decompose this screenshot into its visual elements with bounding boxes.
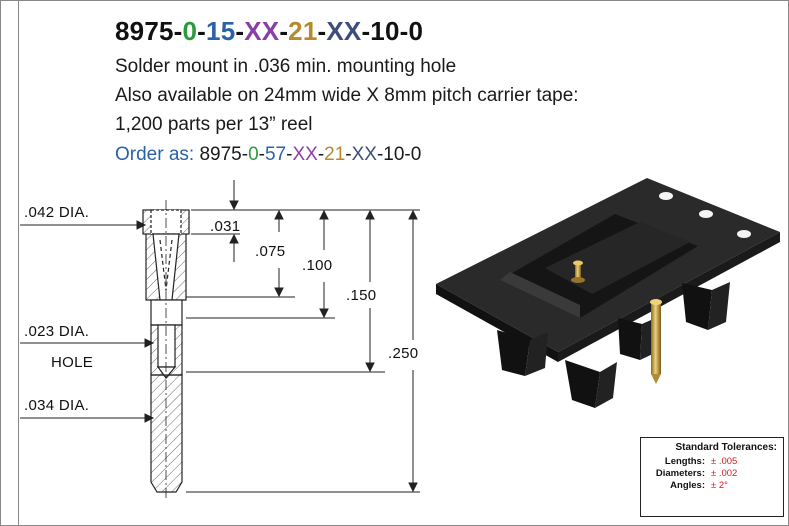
tolerance-value: ± .005 [711, 456, 738, 467]
part-number-title: 8975-0-15-XX-21-XX-10-0 [115, 16, 423, 47]
carrier-leg [618, 318, 642, 360]
pin-hole-section [150, 299, 183, 379]
dim-label-034-dia: .034 DIA. [24, 397, 90, 414]
tolerance-label: Diameters: [655, 468, 705, 479]
carrier-hole [737, 230, 751, 238]
tolerances-header: Standard Tolerances: [675, 442, 777, 453]
part-number-seg-15: 15 [206, 16, 236, 46]
order-seg: - [258, 144, 265, 165]
label-leaders [20, 220, 155, 423]
tolerance-label: Lengths: [664, 456, 705, 467]
dim-label-075: .075 [255, 243, 286, 260]
dim-label-031: .031 [210, 218, 241, 235]
order-seg: - [317, 144, 325, 165]
order-seg: XX [351, 144, 377, 165]
order-seg: - [345, 144, 352, 165]
standard-tolerances-box: Standard Tolerances: Lengths: ± .005 Dia… [640, 437, 784, 517]
order-seg: 57 [264, 144, 287, 165]
order-as-line: Order as: 8975-0-57-XX-21-XX-10-0 [115, 144, 421, 166]
part-number-prefix: 8975- [115, 16, 183, 46]
order-seg: - [286, 144, 293, 165]
order-as-label: Order as: [115, 144, 195, 165]
dim-031-arrows [229, 180, 239, 262]
dim-150-arrows [365, 209, 375, 373]
part-number-suffix: -10-0 [361, 16, 424, 46]
dim-100-arrows [319, 209, 329, 319]
dim-label-250: .250 [388, 345, 419, 362]
dim-label-042-dia: .042 DIA. [24, 204, 90, 221]
part-number-seg-0: 0 [182, 16, 198, 46]
tolerance-label: Angles: [670, 480, 705, 491]
part-number-dash: - [279, 16, 289, 46]
left-border-line [18, 0, 19, 526]
tolerance-row-angles: Angles: ± 2° [647, 480, 777, 492]
carrier-hole [659, 192, 673, 200]
part-number-dash: - [197, 16, 207, 46]
dim-label-023-dia: .023 DIA. [24, 323, 90, 340]
extension-lines [186, 209, 420, 493]
order-seg: XX [292, 144, 318, 165]
dim-label-100: .100 [302, 257, 333, 274]
gold-pin-top [571, 260, 585, 283]
carrier-leg [497, 330, 530, 376]
order-seg: -10-0 [376, 144, 422, 165]
description-line-2: Also available on 24mm wide X 8mm pitch … [115, 85, 579, 106]
dim-label-150: .150 [346, 287, 377, 304]
order-seg: 0 [248, 144, 259, 165]
description-line-1: Solder mount in .036 min. mounting hole [115, 56, 457, 77]
carrier-leg [565, 360, 600, 408]
part-number-dash: - [235, 16, 245, 46]
tolerance-row-diameters: Diameters: ± .002 [647, 468, 777, 480]
dim-label-hole: HOLE [51, 354, 94, 371]
gold-pin-bottom [650, 299, 662, 384]
part-number-seg-21: 21 [288, 16, 318, 46]
carrier-leg [682, 283, 712, 330]
dim-250-arrows [408, 209, 418, 493]
description-line-3: 1,200 parts per 13” reel [115, 114, 313, 135]
part-number-seg-xx-1: XX [244, 16, 280, 46]
carrier-hole [699, 210, 713, 218]
tolerance-value: ± 2° [711, 480, 728, 491]
carrier-3d-render [436, 178, 780, 408]
dim-075-arrows [274, 209, 284, 298]
pin-shank [150, 374, 183, 493]
part-number-dash: - [317, 16, 327, 46]
order-seg: 21 [324, 144, 346, 165]
tolerance-value: ± .002 [711, 468, 738, 479]
tolerance-row-lengths: Lengths: ± .005 [647, 456, 777, 468]
order-seg: 8975- [194, 144, 249, 165]
part-number-seg-xx-2: XX [326, 16, 362, 46]
